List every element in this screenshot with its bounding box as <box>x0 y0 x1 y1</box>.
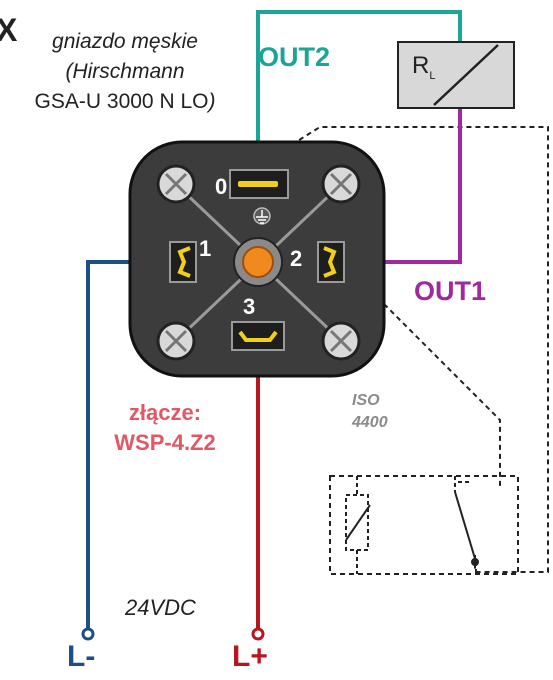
center-pin-core <box>242 246 274 278</box>
terminal-minus <box>81 627 95 641</box>
ground-icon <box>253 207 271 225</box>
screw-icon <box>321 164 361 204</box>
cropped-letter: X <box>0 12 18 48</box>
pin-3-contact <box>238 330 278 342</box>
connector-title-line3: GSA-U 3000 N LO) <box>34 90 216 113</box>
standard-line1: ISO <box>352 392 380 409</box>
switch-circuit <box>237 126 549 575</box>
out1-label: OUT1 <box>414 276 487 306</box>
screw-icon <box>321 321 361 361</box>
out2-wire <box>256 10 462 183</box>
connector-title-line1: gniazdo męskie <box>52 30 198 53</box>
pin-1-label: 1 <box>199 236 212 261</box>
resistor-icon <box>345 476 371 574</box>
pin-1-contact <box>177 246 191 278</box>
connector-type-line1: złącze: <box>128 400 202 425</box>
switch-icon <box>454 476 479 574</box>
connector-title-line2: (Hirschmann <box>65 60 185 83</box>
pin-3-socket <box>231 321 285 351</box>
pin-0-contact <box>238 181 278 187</box>
screw-icon <box>156 321 196 361</box>
load-diagonal <box>433 44 499 106</box>
pin-3-label: 3 <box>243 294 256 319</box>
load-label: RL <box>412 52 436 82</box>
pin-0-label: 0 <box>215 174 228 199</box>
connector-title: gniazdo męskie (Hirschmann GSA-U 3000 N … <box>10 27 240 117</box>
connector-type-label: złącze: WSP-4.Z2 <box>90 398 240 458</box>
pin-2-label: 2 <box>290 246 303 271</box>
terminal-plus <box>251 627 265 641</box>
terminal-minus-label: L- <box>67 640 96 673</box>
connector-body <box>128 140 386 378</box>
out2-label: OUT2 <box>258 42 331 72</box>
supply-voltage-label: 24VDC <box>125 595 196 620</box>
screw-icon <box>156 164 196 204</box>
pin-2-contact <box>323 246 337 278</box>
standard-line2: 4400 <box>352 414 388 431</box>
terminal-plus-label: L+ <box>232 640 268 673</box>
standard-label: ISO 4400 <box>352 390 412 434</box>
load-resistor <box>397 41 515 109</box>
connector-type-line2: WSP-4.Z2 <box>114 430 216 455</box>
